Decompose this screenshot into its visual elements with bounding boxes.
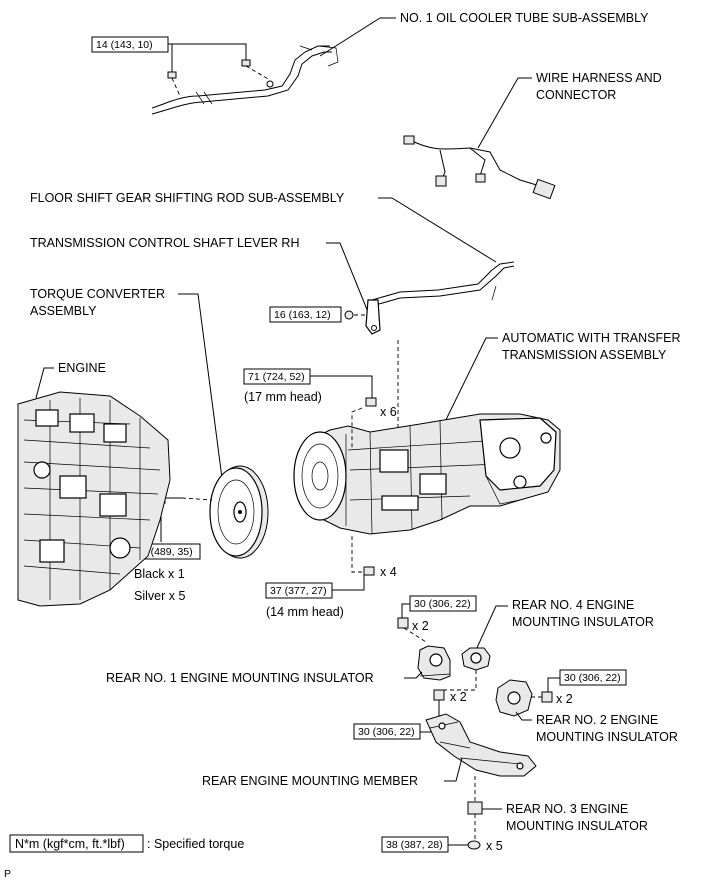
oil-cooler-leader — [319, 17, 396, 57]
legend-description: : Specified torque — [147, 837, 244, 851]
trans-upper-bolt — [351, 397, 377, 450]
torque-box-member — [353, 723, 421, 740]
torque-member-nut: 38 (387, 28) — [386, 839, 443, 851]
trans-lower-bolt — [351, 536, 375, 576]
rear-no1-label: REAR NO. 1 ENGINE MOUNTING INSULATOR — [106, 671, 374, 685]
control-shaft-lever — [365, 299, 381, 335]
floor-shift-rod-leader — [378, 197, 497, 263]
rear-no2-label-1: REAR NO. 2 ENGINE — [536, 713, 658, 727]
head-17mm-note: (17 mm head) — [244, 390, 322, 404]
torque-member-bolt: 30 (306, 22) — [358, 726, 415, 738]
insulator-no2-torque-leader — [547, 677, 560, 692]
engine-label: ENGINE — [58, 361, 106, 375]
rear-no4-label-2: MOUNTING INSULATOR — [512, 615, 654, 629]
rear-no3-label-2: MOUNTING INSULATOR — [506, 819, 648, 833]
rear-no4-label-1: REAR NO. 4 ENGINE — [512, 598, 634, 612]
torque-trans-upper: 71 (724, 52) — [248, 371, 305, 383]
torque-trans-lower: 37 (377, 27) — [270, 585, 327, 597]
transmission-label-1: AUTOMATIC WITH TRANSFER — [502, 331, 680, 345]
control-shaft-lever-label: TRANSMISSION CONTROL SHAFT LEVER RH — [30, 236, 299, 250]
trans-upper-bolt-count: x 6 — [380, 405, 397, 419]
oil-cooler-tube-label: NO. 1 OIL COOLER TUBE SUB-ASSEMBLY — [400, 11, 649, 25]
torque-insulator-no2: 30 (306, 22) — [564, 672, 621, 684]
rear-member-label: REAR ENGINE MOUNTING MEMBER — [202, 774, 418, 788]
floor-shift-rod — [369, 261, 515, 309]
head-14mm-note: (14 mm head) — [266, 605, 344, 619]
floor-shift-rod-label: FLOOR SHIFT GEAR SHIFTING ROD SUB-ASSEMB… — [30, 191, 345, 205]
torque-oil-cooler: 14 (143, 10) — [96, 39, 153, 51]
transmission — [293, 413, 561, 535]
rear-no4-insulator — [438, 647, 491, 691]
trans-lower-torque-leader — [332, 575, 365, 591]
control-shaft-lever-leader — [326, 242, 369, 313]
member-nut-count: x 5 — [486, 839, 503, 853]
shift-lever-nut — [344, 310, 354, 320]
engine — [17, 391, 171, 607]
member-bolt-count: x 2 — [450, 690, 467, 704]
torque-converter-leader — [178, 293, 223, 479]
torque-box-trans-lower — [265, 582, 333, 599]
oil-cooler-tube — [151, 45, 339, 115]
torque-insulator-no1: 30 (306, 22) — [414, 598, 471, 610]
torque-box-shift-lever — [269, 306, 342, 323]
rear-member-leader — [444, 757, 463, 782]
oil-cooler-torque-leader — [168, 43, 247, 74]
rear-no1-leader — [404, 671, 423, 679]
transmission-leader — [439, 337, 498, 433]
insulator-no1-bolt — [397, 617, 427, 643]
insulator-no1-torque-leader — [401, 603, 410, 618]
torque-converter-label-1: TORQUE CONVERTER — [30, 287, 165, 301]
rear-no4-leader — [475, 605, 508, 651]
trans-lower-bolt-count: x 4 — [380, 565, 397, 579]
rear-no2-label-2: MOUNTING INSULATOR — [536, 730, 678, 744]
transmission-label-2: TRANSMISSION ASSEMBLY — [502, 348, 667, 362]
trans-upper-torque-leader — [310, 375, 373, 398]
wire-harness-label-1: WIRE HARNESS AND — [536, 71, 662, 85]
insulator-no2-bolt-count: x 2 — [556, 692, 573, 706]
bolt-black-count: Black x 1 — [134, 567, 185, 581]
rear-no3-label-1: REAR NO. 3 ENGINE — [506, 802, 628, 816]
torque-shift-lever: 16 (163, 12) — [274, 309, 331, 321]
torque-converter — [209, 465, 269, 559]
oil-cooler-bolt-a — [167, 71, 181, 97]
corner-mark: P — [4, 868, 11, 880]
legend-unit-text: N*m (kgf*cm, ft.*lbf) — [15, 837, 125, 851]
torque-converter-label-2: ASSEMBLY — [30, 304, 97, 318]
engine-leader — [35, 367, 54, 399]
insulator-no2-bolt — [528, 691, 553, 703]
rear-mounting-member — [425, 713, 537, 777]
rear-no2-leader — [515, 711, 532, 721]
wire-harness-leader — [477, 77, 532, 149]
bolt-silver-count: Silver x 5 — [134, 589, 185, 603]
rear-no3-insulator — [467, 776, 483, 840]
legend-unit-box — [9, 834, 144, 853]
insulator-no1-bolt-count: x 2 — [412, 619, 429, 633]
wire-harness-label-2: CONNECTOR — [536, 88, 616, 102]
wire-harness — [403, 135, 556, 200]
member-nut — [467, 840, 481, 850]
rear-no1-insulator — [417, 645, 451, 681]
rear-no2-insulator — [495, 679, 533, 717]
oil-cooler-bolt-b — [241, 59, 271, 81]
